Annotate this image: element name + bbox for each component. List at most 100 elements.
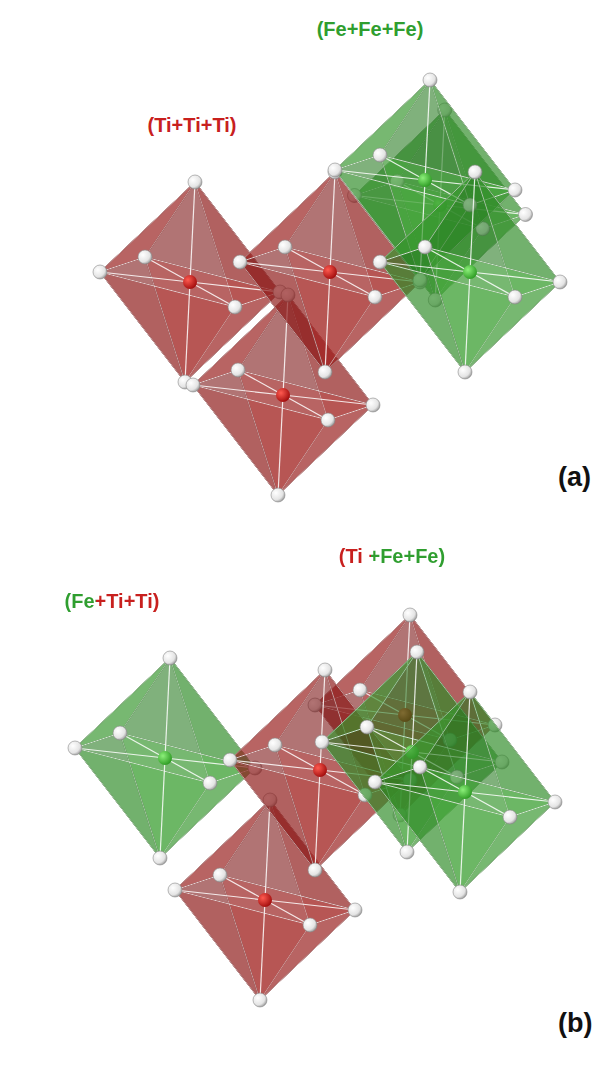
oxygen-atom bbox=[519, 208, 533, 222]
octahedron-face bbox=[322, 652, 417, 742]
oxygen-atom bbox=[553, 275, 567, 289]
edge-line bbox=[230, 760, 315, 870]
oxygen-atom bbox=[223, 753, 237, 767]
oxygen-atom bbox=[231, 363, 245, 377]
oxygen-atom bbox=[548, 795, 562, 809]
edge-line bbox=[380, 80, 430, 155]
bond-line bbox=[322, 742, 412, 752]
edge-line bbox=[278, 405, 373, 495]
group-label: (Ti +Fe+Fe) bbox=[339, 545, 445, 568]
oxygen-atom bbox=[321, 413, 335, 427]
edge-line bbox=[260, 925, 310, 1000]
bond-line bbox=[460, 792, 465, 892]
fe-octahedron bbox=[68, 651, 262, 865]
metal-atom bbox=[323, 265, 337, 279]
octahedron-face bbox=[380, 172, 475, 262]
bond-line bbox=[265, 900, 355, 910]
metal-atom bbox=[458, 785, 472, 799]
oxygen-atom bbox=[163, 651, 177, 665]
oxygen-atom bbox=[368, 775, 382, 789]
bond-line bbox=[465, 272, 470, 372]
bond-line bbox=[330, 172, 335, 272]
edge-line bbox=[465, 282, 560, 372]
bond-line bbox=[240, 262, 330, 272]
bond-line bbox=[265, 800, 270, 900]
metal-atom bbox=[276, 388, 290, 402]
metal-atom bbox=[418, 173, 432, 187]
edge-line bbox=[175, 800, 270, 890]
octahedron-face bbox=[230, 670, 325, 760]
edge-line bbox=[75, 748, 210, 783]
edge-line bbox=[275, 670, 325, 745]
edge-line bbox=[160, 783, 210, 858]
oxygen-atom bbox=[253, 993, 267, 1007]
oxygen-atom bbox=[423, 73, 437, 87]
edge-line bbox=[465, 297, 515, 372]
edge-line bbox=[285, 247, 325, 372]
edge-line bbox=[193, 385, 278, 495]
edge-line bbox=[230, 670, 325, 760]
edge-line bbox=[193, 295, 288, 385]
octahedron-face bbox=[335, 80, 430, 170]
oxygen-atom bbox=[353, 683, 367, 697]
edge-line bbox=[315, 795, 365, 870]
bond-line bbox=[100, 272, 190, 282]
edge-line bbox=[470, 692, 555, 802]
bond-line bbox=[335, 170, 425, 180]
oxygen-atom bbox=[413, 760, 427, 774]
edge-line bbox=[260, 910, 355, 1000]
fe-octahedron bbox=[373, 165, 567, 379]
edge-line bbox=[460, 817, 510, 892]
oxygen-atom bbox=[318, 365, 332, 379]
oxygen-atom bbox=[233, 255, 247, 269]
octahedron-face bbox=[420, 767, 555, 892]
oxygen-atom bbox=[93, 265, 107, 279]
edge-line bbox=[322, 652, 417, 742]
bond-line bbox=[315, 770, 320, 870]
edge-line bbox=[120, 658, 170, 733]
oxygen-atom bbox=[308, 863, 322, 877]
edge-line bbox=[425, 247, 465, 372]
octahedron-face bbox=[240, 172, 335, 262]
oxygen-atom bbox=[303, 918, 317, 932]
oxygen-atom bbox=[508, 290, 522, 304]
edge-line bbox=[475, 172, 515, 297]
edge-line bbox=[380, 172, 475, 262]
edge-line bbox=[375, 782, 460, 892]
edge-line bbox=[375, 692, 470, 782]
metal-atom bbox=[158, 751, 172, 765]
oxygen-atom bbox=[458, 365, 472, 379]
oxygen-atom bbox=[403, 608, 417, 622]
bond-line bbox=[190, 182, 195, 282]
oxygen-atom bbox=[278, 240, 292, 254]
oxygen-atom bbox=[348, 903, 362, 917]
oxygen-atom bbox=[228, 300, 242, 314]
bond-line bbox=[425, 80, 430, 180]
bond-line bbox=[465, 692, 470, 792]
octahedron-face bbox=[193, 295, 288, 385]
edge-line bbox=[460, 802, 555, 892]
edge-line bbox=[100, 182, 195, 272]
oxygen-atom bbox=[328, 163, 342, 177]
oxygen-atom bbox=[68, 741, 82, 755]
oxygen-atom bbox=[463, 685, 477, 699]
edge-line bbox=[220, 800, 270, 875]
oxygen-atom bbox=[368, 290, 382, 304]
edge-line bbox=[240, 172, 335, 262]
oxygen-atom bbox=[315, 735, 329, 749]
edge-line bbox=[425, 247, 560, 282]
edge-line bbox=[240, 262, 375, 297]
group-label: (Fe+Fe+Fe) bbox=[317, 18, 424, 41]
oxygen-atom bbox=[188, 175, 202, 189]
bond-line bbox=[260, 900, 265, 1000]
edge-line bbox=[120, 733, 255, 768]
bond-line bbox=[470, 272, 560, 282]
metal-atom bbox=[463, 265, 477, 279]
edge-line bbox=[278, 420, 328, 495]
bond-line bbox=[75, 748, 165, 758]
edge-line bbox=[120, 733, 160, 858]
edge-line bbox=[420, 692, 470, 767]
oxygen-atom bbox=[453, 885, 467, 899]
edge-line bbox=[420, 767, 460, 892]
edge-line bbox=[175, 890, 310, 925]
